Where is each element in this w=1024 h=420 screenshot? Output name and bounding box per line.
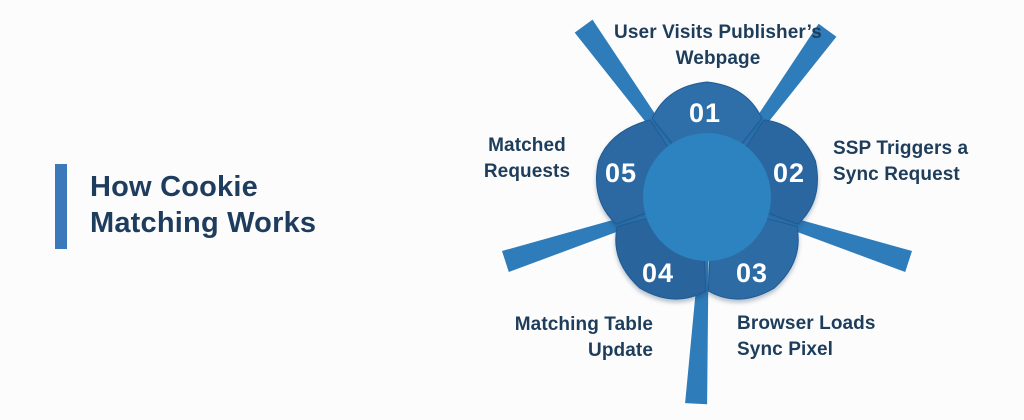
step-label-05-line1: Matched — [488, 135, 566, 156]
step-label-02: SSP Triggers a Sync Request — [833, 136, 968, 188]
ray-top-right-icon — [735, 23, 837, 155]
step-label-01-line1: User Visits Publisher’s — [614, 22, 822, 43]
ray-top-left-icon — [574, 19, 679, 155]
step-label-02-line2: Sync Request — [833, 164, 960, 185]
title-accent-bar — [55, 164, 67, 249]
step-number-04: 04 — [642, 258, 674, 288]
step-number-01: 01 — [689, 98, 721, 128]
step-label-05-line2: Requests — [483, 161, 571, 182]
petal-step-03 — [707, 216, 799, 300]
step-label-04-line2: Update — [588, 340, 653, 361]
ray-right-icon — [757, 208, 912, 272]
petal-step-04 — [615, 216, 707, 300]
page-title: How Cookie Matching Works — [90, 164, 316, 249]
step-label-01-line2: Webpage — [675, 48, 761, 69]
step-label-03-line1: Browser Loads — [737, 313, 876, 334]
center-circle — [643, 133, 771, 261]
step-label-05: Matched Requests — [452, 133, 602, 185]
step-number-group: 01 02 03 04 05 — [605, 98, 805, 288]
title-block: How Cookie Matching Works — [55, 164, 316, 249]
step-number-02: 02 — [773, 158, 805, 188]
page-title-line2: Matching Works — [90, 207, 317, 239]
step-label-03: Browser Loads Sync Pixel — [737, 311, 876, 363]
step-label-01: User Visits Publisher’s Webpage — [593, 20, 843, 72]
step-number-05: 05 — [605, 158, 637, 188]
page-title-line1: How Cookie — [90, 171, 258, 203]
step-label-04: Matching Table Update — [463, 312, 653, 364]
step-label-02-line1: SSP Triggers a — [833, 138, 969, 159]
step-label-03-line2: Sync Pixel — [737, 339, 834, 360]
step-number-03: 03 — [736, 258, 768, 288]
step-label-04-line1: Matching Table — [514, 314, 653, 335]
petal-step-01 — [651, 81, 763, 148]
ray-left-icon — [502, 208, 657, 272]
